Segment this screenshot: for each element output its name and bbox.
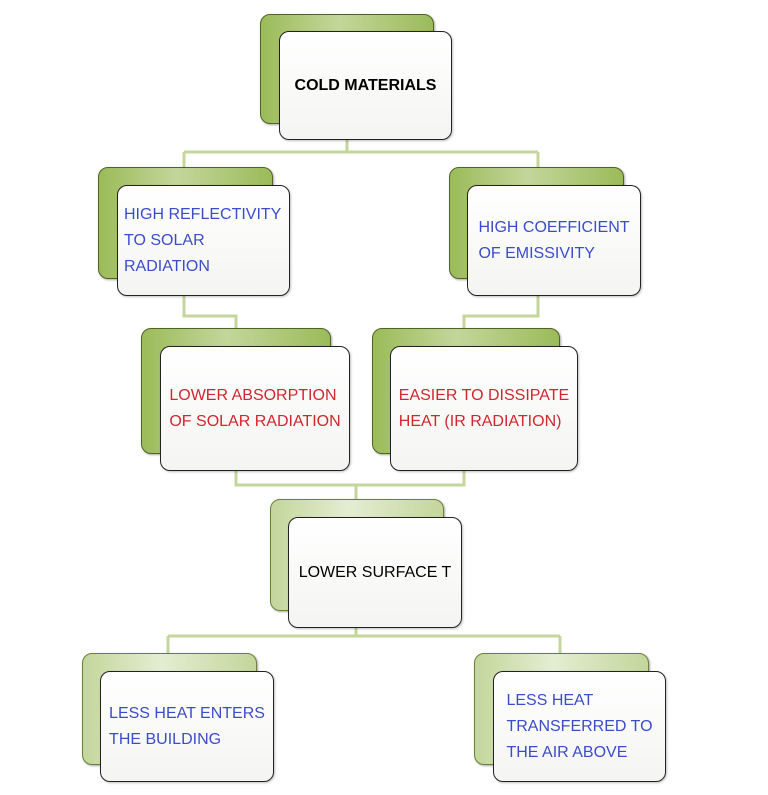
node-front-box: HIGH REFLECTIVITY TO SOLAR RADIATION — [117, 185, 290, 296]
node-front-box: COLD MATERIALS — [279, 31, 452, 140]
node-front-box: LOWER SURFACE T — [288, 517, 462, 628]
node-front-box: LESS HEAT ENTERS THE BUILDING — [100, 671, 274, 782]
node-label: LOWER ABSORPTION OF SOLAR RADIATION — [169, 386, 341, 430]
node-label: LESS HEAT TRANSFERRED TO THE AIR ABOVE — [506, 691, 653, 761]
node-front-box: HIGH COEFFICIENT OF EMISSIVITY — [467, 185, 641, 296]
node-front-box: LOWER ABSORPTION OF SOLAR RADIATION — [160, 346, 350, 471]
node-label: LOWER SURFACE T — [298, 563, 452, 581]
node-label: COLD MATERIALS — [294, 76, 437, 94]
connector-emissivity-to-dissipate — [462, 295, 540, 330]
node-label: HIGH COEFFICIENT OF EMISSIVITY — [478, 218, 630, 262]
connector-reflectivity-to-absorption — [182, 295, 238, 330]
node-label: LESS HEAT ENTERS THE BUILDING — [109, 704, 265, 748]
node-front-box: EASIER TO DISSIPATE HEAT (IR RADIATION) — [390, 346, 578, 471]
connector-level2-to-surface — [234, 470, 466, 500]
node-label: EASIER TO DISSIPATE HEAT (IR RADIATION) — [398, 386, 570, 430]
connector-surface-to-effects — [166, 628, 562, 654]
node-front-box: LESS HEAT TRANSFERRED TO THE AIR ABOVE — [493, 671, 666, 782]
node-label: HIGH REFLECTIVITY TO SOLAR RADIATION — [124, 205, 282, 275]
connector-root-to-level1 — [182, 140, 540, 168]
